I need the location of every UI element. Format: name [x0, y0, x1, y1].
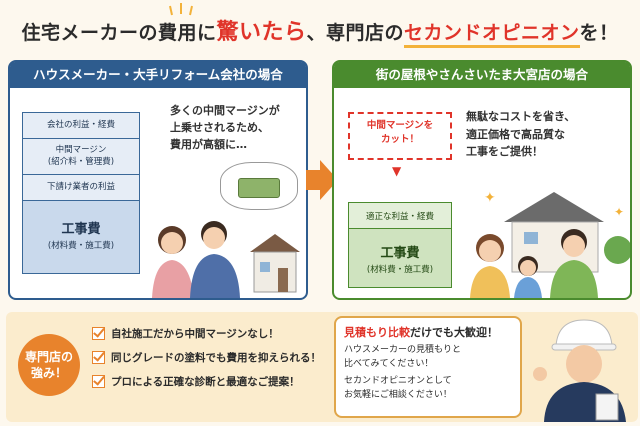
right-construction-label: 工事費	[380, 245, 420, 261]
right-seg-construction: 工事費 (材料費・施工費)	[349, 229, 451, 287]
right-panel: 街の屋根やさんさいたま大宮店の場合 中間マージンを カット！ ▼ 適正な利益・経…	[332, 60, 632, 300]
headline-highlight: 驚いたら	[216, 20, 307, 45]
cta-line: セカンドオピニオンとして	[344, 376, 452, 386]
right-panel-title: 街の屋根やさんさいたま大宮店の場合	[334, 62, 630, 88]
strength-text: 自社施工だから中間マージンなし！	[111, 328, 279, 340]
right-text-line: 無駄なコストを省き、	[466, 110, 576, 123]
happy-family-illustration: ✦ ✦	[470, 190, 630, 298]
left-panel: ハウスメーカー・大手リフォーム会社の場合 会社の利益・経費 中間マージン (紹介…	[8, 60, 308, 300]
sparkle-icon	[169, 3, 193, 16]
checkbox-icon	[92, 351, 105, 364]
worried-couple-illustration	[152, 221, 300, 298]
right-seg-profit: 適正な利益・経費	[349, 203, 451, 229]
cta-line: 比べてみてください！	[344, 358, 434, 369]
strength-text: プロによる正確な診断と最適なご提案！	[111, 376, 300, 388]
strengths-badge: 専門店の 強み！	[18, 334, 80, 396]
cta-title: 見積もり比較だけでも大歓迎！	[344, 324, 512, 340]
estimate-comparison-callout: 見積もり比較だけでも大歓迎！ ハウスメーカーの見積もりと 比べてみてください！ …	[334, 316, 522, 418]
headline: 住宅メーカーの費用に驚いたら、専門店のセカンドオピニオンを！	[0, 14, 640, 48]
left-construction-label: 工事費	[61, 222, 101, 238]
left-bubble-line: 費用が高額に…	[170, 138, 247, 152]
left-seg-profit: 会社の利益・経費	[23, 113, 139, 139]
cta-line: お気軽にご相談ください！	[344, 389, 452, 400]
left-bubble-text: 多くの中間マージンが 上乗せされるため、 費用が高額に…	[170, 102, 300, 153]
right-construction-sub: (材料費・施工費)	[366, 264, 434, 275]
right-description: 無駄なコストを省き、 適正価格で高品質な 工事をご提供！	[466, 108, 626, 161]
headline-accent: セカンドオピニオン	[404, 22, 580, 48]
strength-item: プロによる正確な診断と最適なご提案！	[92, 374, 332, 389]
strength-text: 同じグレードの塗料でも費用を抑えられる！	[111, 352, 321, 364]
headline-part3: を！	[579, 22, 619, 44]
right-text-line: 適正価格で高品質な	[466, 127, 565, 141]
headline-part1: 住宅メーカーの費用に	[21, 22, 217, 44]
craftsman-illustration	[533, 319, 626, 422]
cta-title-dark: だけでも大歓迎！	[410, 326, 498, 339]
right-text-line: 工事をご提供！	[466, 145, 543, 159]
left-seg-subcontractor: 下請け業者の利益	[23, 175, 139, 201]
cut-label-line: カット！	[380, 134, 419, 146]
strengths-section: 専門店の 強み！ 自社施工だから中間マージンなし！ 同じグレードの塗料でも費用を…	[6, 312, 638, 422]
strengths-list: 自社施工だから中間マージンなし！ 同じグレードの塗料でも費用を抑えられる！ プロ…	[92, 326, 332, 398]
svg-text:✦: ✦	[614, 205, 624, 219]
headline-part2: 、専門店の	[306, 22, 404, 44]
left-seg-construction: 工事費 (材料費・施工費)	[23, 201, 139, 273]
right-cost-stack: 適正な利益・経費 工事費 (材料費・施工費)	[348, 202, 452, 288]
arrow-right-icon	[306, 160, 338, 200]
strength-item: 同じグレードの塗料でも費用を抑えられる！	[92, 350, 332, 365]
strengths-badge-text: 専門店の 強み！	[24, 349, 73, 380]
left-bubble-line: 多くの中間マージンが	[170, 104, 280, 117]
checkbox-icon	[92, 327, 105, 340]
money-icon	[238, 178, 280, 198]
strength-item: 自社施工だから中間マージンなし！	[92, 326, 332, 341]
cta-title-red: 見積もり比較	[344, 326, 410, 339]
left-panel-title: ハウスメーカー・大手リフォーム会社の場合	[10, 62, 306, 88]
cut-label-line: 中間マージンを	[366, 120, 434, 131]
down-arrow-icon: ▼	[392, 164, 402, 178]
left-bubble-line: 上乗せされるため、	[170, 121, 269, 135]
checkbox-icon	[92, 375, 105, 388]
left-seg-margin: 中間マージン (紹介料・管理費)	[23, 139, 139, 175]
svg-text:✦: ✦	[484, 190, 496, 206]
left-cost-stack: 会社の利益・経費 中間マージン (紹介料・管理費) 下請け業者の利益 工事費 (…	[22, 112, 140, 274]
left-construction-sub: (材料費・施工費)	[47, 240, 115, 251]
cta-line: ハウスメーカーの見積もりと	[344, 345, 462, 355]
margin-cut-box: 中間マージンを カット！	[348, 112, 452, 160]
